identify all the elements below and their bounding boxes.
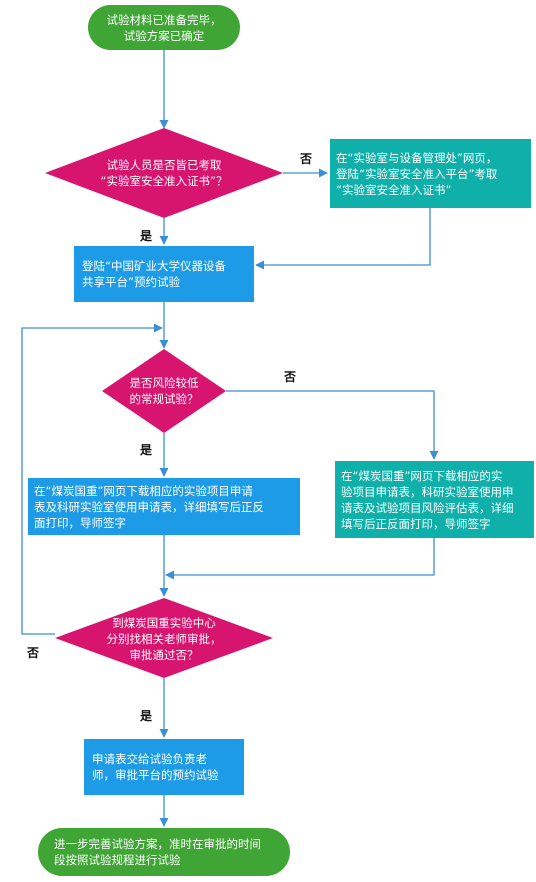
start-terminal bbox=[88, 5, 240, 50]
exam-process-box bbox=[330, 139, 531, 208]
label-approval-no: 否 bbox=[27, 646, 40, 660]
label-cert-no: 否 bbox=[300, 152, 313, 166]
decision-risk-diamond bbox=[102, 349, 226, 433]
high-risk-forms-text: 在“煤炭国重”网页下载相应的实 验项目申请表，科研实验室使用申 请表及试验项目风… bbox=[341, 468, 514, 531]
label-risk-yes: 是 bbox=[140, 443, 153, 457]
low-risk-forms-box bbox=[28, 478, 300, 535]
label-risk-no: 否 bbox=[284, 370, 297, 384]
decision-certificate-text: 试验人员是否皆已考取 “实验室安全准入证书”？ bbox=[100, 158, 228, 188]
edge-risk-no bbox=[226, 390, 439, 460]
label-approval-yes: 是 bbox=[140, 709, 153, 723]
submit-forms-text: 申请表交给试验负责老 师，审批平台的预约试验 bbox=[92, 752, 219, 782]
label-cert-yes: 是 bbox=[140, 229, 153, 243]
end-text: 进一步完善试验方案，准时在审批的时间 段按照试验规程进行试验 bbox=[54, 837, 261, 867]
submit-forms-box bbox=[84, 739, 244, 795]
decision-risk-text: 是否风险较低 的常规试验？ bbox=[129, 376, 199, 406]
book-platform-text: 登陆“中国矿业大学仪器设备 共享平台”预约试验 bbox=[82, 259, 226, 289]
end-terminal bbox=[38, 828, 290, 876]
edge-high-risk-to-merge bbox=[165, 538, 435, 580]
exam-process-text: 在“实验室与设备管理处”网页， 登陆“实验室安全准入平台”考取 “实验室安全准入… bbox=[336, 150, 498, 197]
decision-approval-diamond bbox=[55, 598, 273, 678]
low-risk-forms-text: 在“煤炭国重”网页下载相应的实验项目申请 表及科研实验室使用申请表，详细填写后正… bbox=[34, 483, 264, 530]
edge-exam-to-book bbox=[255, 208, 431, 270]
edge-approval-no-loop bbox=[21, 323, 163, 635]
start-text: 试验材料已准备完毕， 试验方案已确定 bbox=[106, 12, 222, 43]
decision-certificate-diamond bbox=[45, 128, 283, 218]
high-risk-forms-box bbox=[335, 461, 534, 538]
book-platform-box bbox=[74, 246, 254, 302]
decision-approval-text: 到煤炭国重实验中心 分别找相关老师审批， 审批通过否？ bbox=[106, 616, 222, 662]
